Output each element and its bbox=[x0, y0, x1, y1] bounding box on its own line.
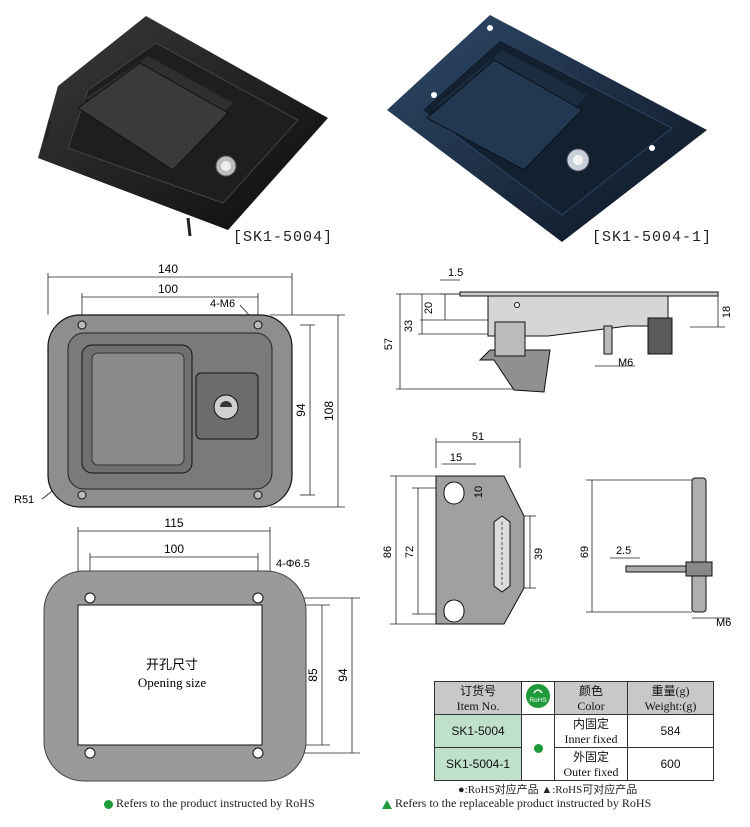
dim-back-86: 86 bbox=[382, 546, 394, 558]
photo-caption-right: [SK1-5004-1] bbox=[592, 229, 713, 246]
dim-side-57: 57 bbox=[383, 338, 395, 350]
h-color-en: Color bbox=[577, 699, 605, 713]
row-item: SK1-5004 bbox=[434, 714, 522, 748]
h-item-en: Item No. bbox=[456, 699, 500, 713]
row-color-en: Outer fixed bbox=[563, 765, 619, 779]
dim-side-20: 20 bbox=[423, 302, 435, 314]
dim-side-18: 18 bbox=[721, 306, 733, 318]
dim-cut-4-hole: 4-Φ6.5 bbox=[276, 558, 310, 570]
legend-replaceable-text: Refers to the replaceable product instru… bbox=[395, 796, 652, 810]
rohs-triangle-icon bbox=[382, 799, 392, 809]
dim-front-108: 108 bbox=[322, 401, 336, 421]
row-color-cn: 内固定 bbox=[572, 717, 609, 731]
dim-bolt-69: 69 bbox=[580, 546, 591, 558]
legend-rohs: Refers to the product instructed by RoHS bbox=[104, 796, 315, 811]
dim-cut-85: 85 bbox=[306, 668, 320, 682]
rohs-dot-icon bbox=[104, 799, 113, 809]
side-view-drawing: 1.5 20 33 57 18 M6 bbox=[383, 267, 733, 393]
dim-front-r51: R51 bbox=[14, 494, 34, 506]
dim-cut-100: 100 bbox=[164, 542, 184, 556]
dim-cut-115: 115 bbox=[164, 516, 183, 530]
table-note: ●:RoHS对应产品 ▲:RoHS可对应产品 bbox=[458, 784, 638, 796]
dim-front-100: 100 bbox=[158, 282, 178, 296]
h-item-cn: 订货号 bbox=[459, 684, 496, 698]
row-weight: 584 bbox=[627, 714, 714, 748]
dim-front-140: 140 bbox=[158, 262, 178, 276]
opening-size-cn: 开孔尺寸 bbox=[146, 657, 198, 672]
row-color-cn: 外固定 bbox=[572, 750, 609, 764]
photo-caption-left: [SK1-5004] bbox=[233, 229, 334, 246]
cutout-view-drawing: 115 100 4-Φ6.5 85 94 开孔尺寸 Opening size bbox=[43, 516, 360, 782]
legend-replaceable: Refers to the replaceable product instru… bbox=[382, 796, 651, 811]
dim-side-33: 33 bbox=[403, 320, 415, 332]
row-item: SK1-5004-1 bbox=[434, 747, 522, 781]
rohs-logo: RoHS bbox=[526, 684, 550, 708]
dim-side-m6: M6 bbox=[618, 357, 633, 369]
rohs-logo-text: RoHS bbox=[529, 697, 547, 704]
h-weight-cn: 重量(g) bbox=[651, 684, 690, 698]
dim-back-51: 51 bbox=[472, 431, 484, 443]
opening-size-en: Opening size bbox=[138, 675, 206, 690]
rohs-dot-icon bbox=[533, 743, 543, 753]
bolt-view-drawing: 69 2.5 M6 bbox=[580, 477, 731, 629]
legend-rohs-text: Refers to the product instructed by RoHS bbox=[116, 796, 315, 810]
dim-front-4m6: 4-M6 bbox=[210, 298, 235, 310]
dim-back-72: 72 bbox=[404, 546, 416, 558]
dim-cut-94: 94 bbox=[336, 668, 350, 682]
dim-back-15: 15 bbox=[450, 452, 462, 464]
photo-sk1-5004 bbox=[38, 16, 328, 237]
h-weight-en: Weight:(g) bbox=[644, 699, 697, 713]
dim-back-39: 39 bbox=[533, 548, 545, 560]
dim-back-10: 10 bbox=[473, 486, 485, 498]
front-view-drawing: 140 100 4-M6 94 108 R51 bbox=[14, 262, 345, 508]
h-color-cn: 颜色 bbox=[578, 684, 603, 698]
row-color-en: Inner fixed bbox=[564, 732, 618, 746]
dim-bolt-2-5: 2.5 bbox=[616, 545, 631, 557]
back-view-drawing: 51 15 10 86 72 39 bbox=[382, 431, 545, 625]
dim-front-94: 94 bbox=[294, 403, 308, 417]
photo-sk1-5004-1 bbox=[387, 15, 707, 242]
dim-side-1-5: 1.5 bbox=[448, 267, 463, 279]
dim-bolt-m6: M6 bbox=[716, 617, 731, 629]
row-weight: 600 bbox=[627, 747, 714, 781]
